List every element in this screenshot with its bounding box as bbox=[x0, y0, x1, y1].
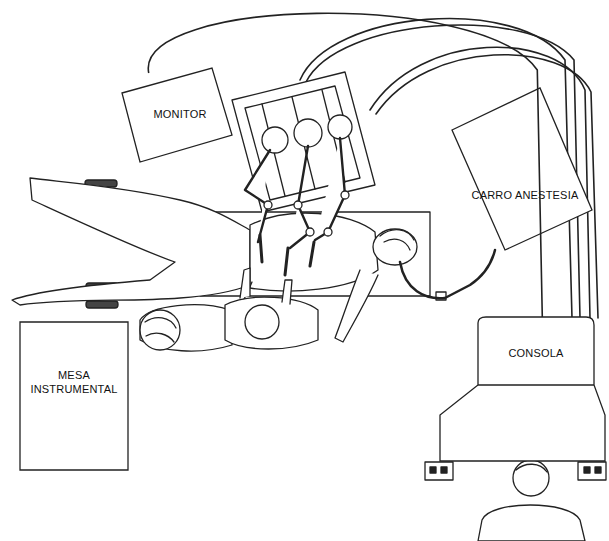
surgeon-hand bbox=[282, 280, 292, 304]
pedal bbox=[441, 467, 447, 473]
surgeon-body bbox=[225, 297, 318, 349]
tube-connector bbox=[436, 292, 446, 300]
patient-arm bbox=[335, 270, 378, 342]
robot-joint bbox=[262, 127, 288, 153]
surgeon-hand bbox=[240, 268, 250, 298]
pedal bbox=[430, 467, 436, 473]
surgeon-body bbox=[140, 305, 232, 351]
node-outline bbox=[20, 322, 128, 470]
monitor-box: MONITOR bbox=[120, 65, 235, 165]
surgeon-head bbox=[140, 310, 180, 350]
cable bbox=[376, 55, 598, 318]
node-label: CONSOLA bbox=[480, 346, 592, 360]
robot-joint bbox=[328, 115, 352, 139]
anesthesia-cart-box: CARRO ANESTESIA bbox=[450, 85, 595, 255]
arm-joint bbox=[324, 228, 332, 236]
arm-joint bbox=[341, 191, 349, 199]
node-outline bbox=[450, 85, 595, 255]
node-label: MONITOR bbox=[140, 107, 220, 121]
outline-shape bbox=[122, 68, 232, 162]
robot-arms bbox=[245, 138, 345, 248]
robot-joint bbox=[294, 119, 322, 147]
anesthesia-tube bbox=[400, 250, 495, 298]
hair bbox=[380, 230, 414, 250]
pedal bbox=[595, 467, 601, 473]
patient-head bbox=[373, 229, 417, 265]
outline-shape bbox=[20, 322, 128, 470]
arm-joint bbox=[294, 201, 302, 209]
arm-joint bbox=[306, 228, 314, 236]
node-label: MESA INSTRUMENTAL bbox=[26, 368, 122, 396]
instruments bbox=[260, 235, 314, 275]
pedal bbox=[584, 467, 590, 473]
robot-cart bbox=[232, 72, 375, 275]
instrument-table-box: MESA INSTRUMENTAL bbox=[20, 322, 128, 470]
patient-legs bbox=[12, 178, 250, 305]
outline-shape bbox=[452, 88, 592, 250]
console-operator bbox=[425, 460, 606, 541]
hair bbox=[145, 318, 176, 342]
bedside-surgeons bbox=[140, 268, 318, 351]
pedal-box bbox=[425, 462, 453, 480]
leg-strap bbox=[86, 301, 118, 308]
arm-joint bbox=[264, 201, 272, 209]
surgeon-head bbox=[245, 305, 279, 339]
outline-shape bbox=[440, 317, 605, 461]
hair bbox=[516, 464, 547, 472]
node-outline bbox=[440, 315, 605, 465]
operator-body bbox=[478, 505, 585, 541]
operator-head bbox=[513, 460, 549, 496]
pedal-box bbox=[578, 462, 606, 480]
console-box: CONSOLA bbox=[440, 315, 605, 465]
node-label: CARRO ANESTESIA bbox=[460, 188, 590, 202]
